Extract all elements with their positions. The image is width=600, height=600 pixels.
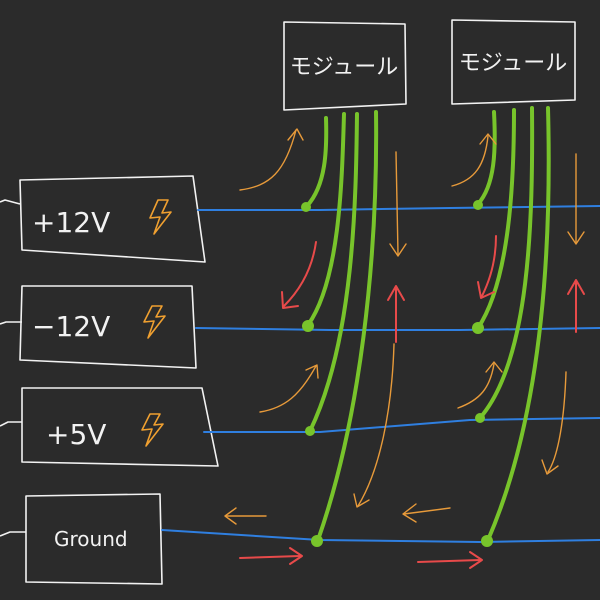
rail-label-plus12v: +12V	[32, 206, 110, 239]
bus-line-plus12v	[197, 205, 600, 211]
rail-label-minus12v: −12V	[32, 310, 110, 343]
rail-box-plus5v: +5V	[0, 387, 219, 467]
module-label-left: モジュール	[290, 55, 398, 80]
rail-box-plus12v: +12V	[0, 175, 206, 263]
bus-line-plus5v	[203, 417, 600, 433]
wires-left-module	[301, 110, 379, 547]
bus-line-ground	[161, 529, 600, 544]
module-box-right: モジュール	[451, 19, 576, 105]
module-box-left: モジュール	[283, 21, 407, 111]
flow-arrows	[224, 128, 585, 525]
wires-right-module	[472, 106, 551, 547]
lightning-icon	[141, 413, 164, 447]
module-label-right: モジュール	[459, 51, 567, 76]
bus-lines	[161, 205, 600, 544]
lightning-icon	[149, 199, 172, 235]
rail-box-minus12v: −12V	[0, 285, 197, 369]
rail-label-ground: Ground	[54, 527, 128, 551]
current-arrows	[239, 235, 585, 569]
rail-box-ground: Ground	[0, 493, 163, 585]
lightning-icon	[143, 305, 166, 339]
rail-label-plus5v: +5V	[46, 418, 106, 451]
